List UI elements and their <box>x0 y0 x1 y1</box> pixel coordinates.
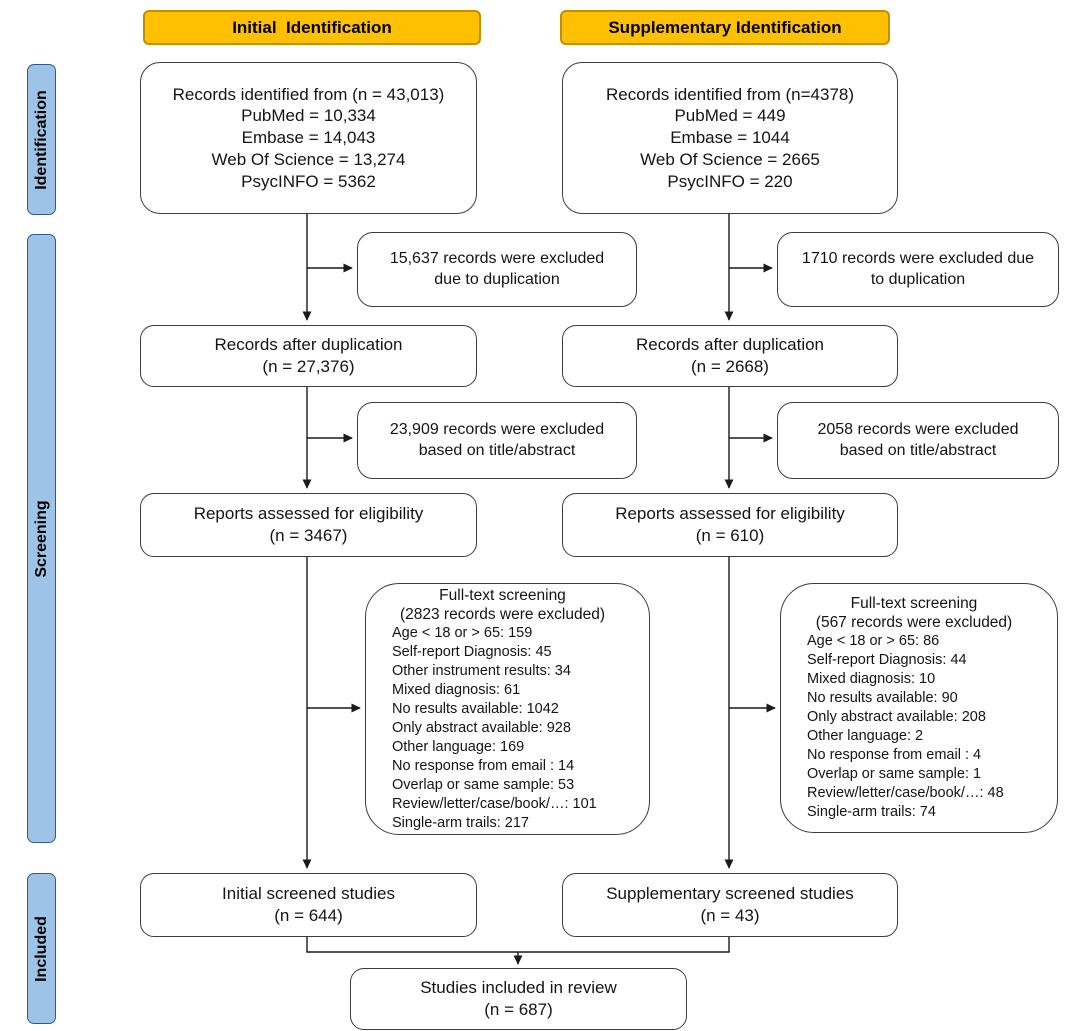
records-line: Records identified from (n = 43,013) <box>172 84 445 104</box>
stage-bar-included: Included <box>27 873 56 1024</box>
records-line: Web Of Science = 2665 <box>640 149 820 169</box>
fulltext-reason: Age < 18 or > 65: 86 <box>807 633 940 649</box>
eligibility-line: (n = 3467) <box>269 526 348 545</box>
header-initial-identification: Initial Identification <box>143 10 481 45</box>
fulltext-reason: Mixed diagnosis: 61 <box>392 681 521 698</box>
eligibility-line: (n = 610) <box>695 526 765 545</box>
screened-line: Initial screened studies <box>222 884 395 904</box>
fulltext-reason: Overlap or same sample: 53 <box>392 776 575 793</box>
records-line: PsycINFO = 220 <box>667 171 793 191</box>
after-dup-line: (n = 2668) <box>691 357 769 376</box>
fulltext-reason: No response from email : 14 <box>392 757 575 774</box>
fulltext-reason: Age < 18 or > 65: 159 <box>392 624 533 641</box>
box-initial-eligibility: Reports assessed for eligibility (n = 34… <box>140 493 477 557</box>
fulltext-subtitle: (567 records were excluded) <box>815 614 1013 631</box>
fulltext-reason: Only abstract available: 208 <box>807 709 986 725</box>
after-dup-line: (n = 27,376) <box>262 357 355 376</box>
included-line: Studies included in review <box>420 978 617 998</box>
stage-screening-label: Screening <box>32 499 50 578</box>
records-line: Records identified from (n=4378) <box>605 84 855 104</box>
box-initial-after-duplication: Records after duplication (n = 27,376) <box>140 325 477 387</box>
excluded-line: to duplication <box>870 270 966 288</box>
fulltext-reason: Only abstract available: 928 <box>392 719 571 736</box>
excluded-line: due to duplication <box>434 270 560 288</box>
stage-bar-identification: Identification <box>27 64 56 215</box>
screened-line: Supplementary screened studies <box>606 884 854 904</box>
fulltext-reason: Self-report Diagnosis: 44 <box>807 652 967 668</box>
excluded-line: 23,909 records were excluded <box>389 421 605 439</box>
after-dup-line: Records after duplication <box>635 335 825 355</box>
box-initial-title-abstract-excluded: 23,909 records were excluded based on ti… <box>357 402 637 479</box>
excluded-line: 15,637 records were excluded <box>389 250 605 268</box>
header-supplementary-label: Supplementary Identification <box>608 17 842 37</box>
excluded-line: based on title/abstract <box>418 441 576 459</box>
fulltext-title: Full-text screening <box>850 595 978 612</box>
box-studies-included-in-review: Studies included in review (n = 687) <box>350 968 687 1030</box>
fulltext-reason: Review/letter/case/book/…: 48 <box>807 785 1004 801</box>
records-line: PubMed = 10,334 <box>241 106 376 126</box>
eligibility-line: Reports assessed for eligibility <box>615 504 845 524</box>
fulltext-reason: No results available: 1042 <box>392 700 559 717</box>
records-line: Web Of Science = 13,274 <box>211 149 406 169</box>
screened-line: (n = 43) <box>700 906 760 925</box>
box-supp-fulltext-screening: Full-text screening (567 records were ex… <box>780 583 1058 833</box>
fulltext-reason: Other language: 169 <box>392 738 525 755</box>
records-line: PubMed = 449 <box>674 106 786 126</box>
stage-bar-screening: Screening <box>27 234 56 843</box>
fulltext-reason: No results available: 90 <box>807 690 958 706</box>
fulltext-reason: Other instrument results: 34 <box>392 662 571 679</box>
fulltext-reason: Review/letter/case/book/…: 101 <box>392 795 597 812</box>
box-initial-screened-studies: Initial screened studies (n = 644) <box>140 873 477 937</box>
after-dup-line: Records after duplication <box>214 335 403 355</box>
screened-line: (n = 644) <box>274 906 343 925</box>
fulltext-reason: Single-arm trails: 217 <box>392 814 529 831</box>
fulltext-reason: Single-arm trails: 74 <box>807 804 936 820</box>
box-supp-eligibility: Reports assessed for eligibility (n = 61… <box>562 493 898 557</box>
excluded-line: based on title/abstract <box>839 441 997 459</box>
box-initial-records-identified: Records identified from (n = 43,013) Pub… <box>140 62 477 214</box>
box-supp-records-identified: Records identified from (n=4378) PubMed … <box>562 62 898 214</box>
box-initial-duplicates-excluded: 15,637 records were excluded due to dupl… <box>357 232 637 307</box>
fulltext-reason: Other language: 2 <box>807 728 924 744</box>
excluded-line: 2058 records were excluded <box>817 421 1019 439</box>
box-supp-duplicates-excluded: 1710 records were excluded due to duplic… <box>777 232 1059 307</box>
included-line: (n = 687) <box>484 1000 553 1019</box>
fulltext-reason: Mixed diagnosis: 10 <box>807 671 936 687</box>
excluded-line: 1710 records were excluded due <box>801 250 1035 268</box>
fulltext-reason: Self-report Diagnosis: 45 <box>392 643 552 660</box>
records-line: PsycINFO = 5362 <box>241 171 376 191</box>
fulltext-reason: Overlap or same sample: 1 <box>807 766 982 782</box>
stage-identification-label: Identification <box>32 89 50 190</box>
box-supp-title-abstract-excluded: 2058 records were excluded based on titl… <box>777 402 1059 479</box>
header-supplementary-identification: Supplementary Identification <box>560 10 890 45</box>
box-supp-screened-studies: Supplementary screened studies (n = 43) <box>562 873 898 937</box>
fulltext-subtitle: (2823 records were excluded) <box>399 605 606 623</box>
stage-included-label: Included <box>32 915 50 982</box>
box-supp-after-duplication: Records after duplication (n = 2668) <box>562 325 898 387</box>
box-initial-fulltext-screening: Full-text screening (2823 records were e… <box>365 583 650 835</box>
fulltext-reason-list: Age < 18 or > 65: 86 Self-report Diagnosi… <box>781 632 1047 822</box>
records-line: Embase = 1044 <box>670 128 790 148</box>
eligibility-line: Reports assessed for eligibility <box>193 504 424 524</box>
records-line: Embase = 14,043 <box>241 128 376 148</box>
header-initial-label: Initial Identification <box>232 17 392 37</box>
fulltext-reason: No response from email : 4 <box>807 747 982 763</box>
fulltext-title: Full-text screening <box>439 586 566 604</box>
